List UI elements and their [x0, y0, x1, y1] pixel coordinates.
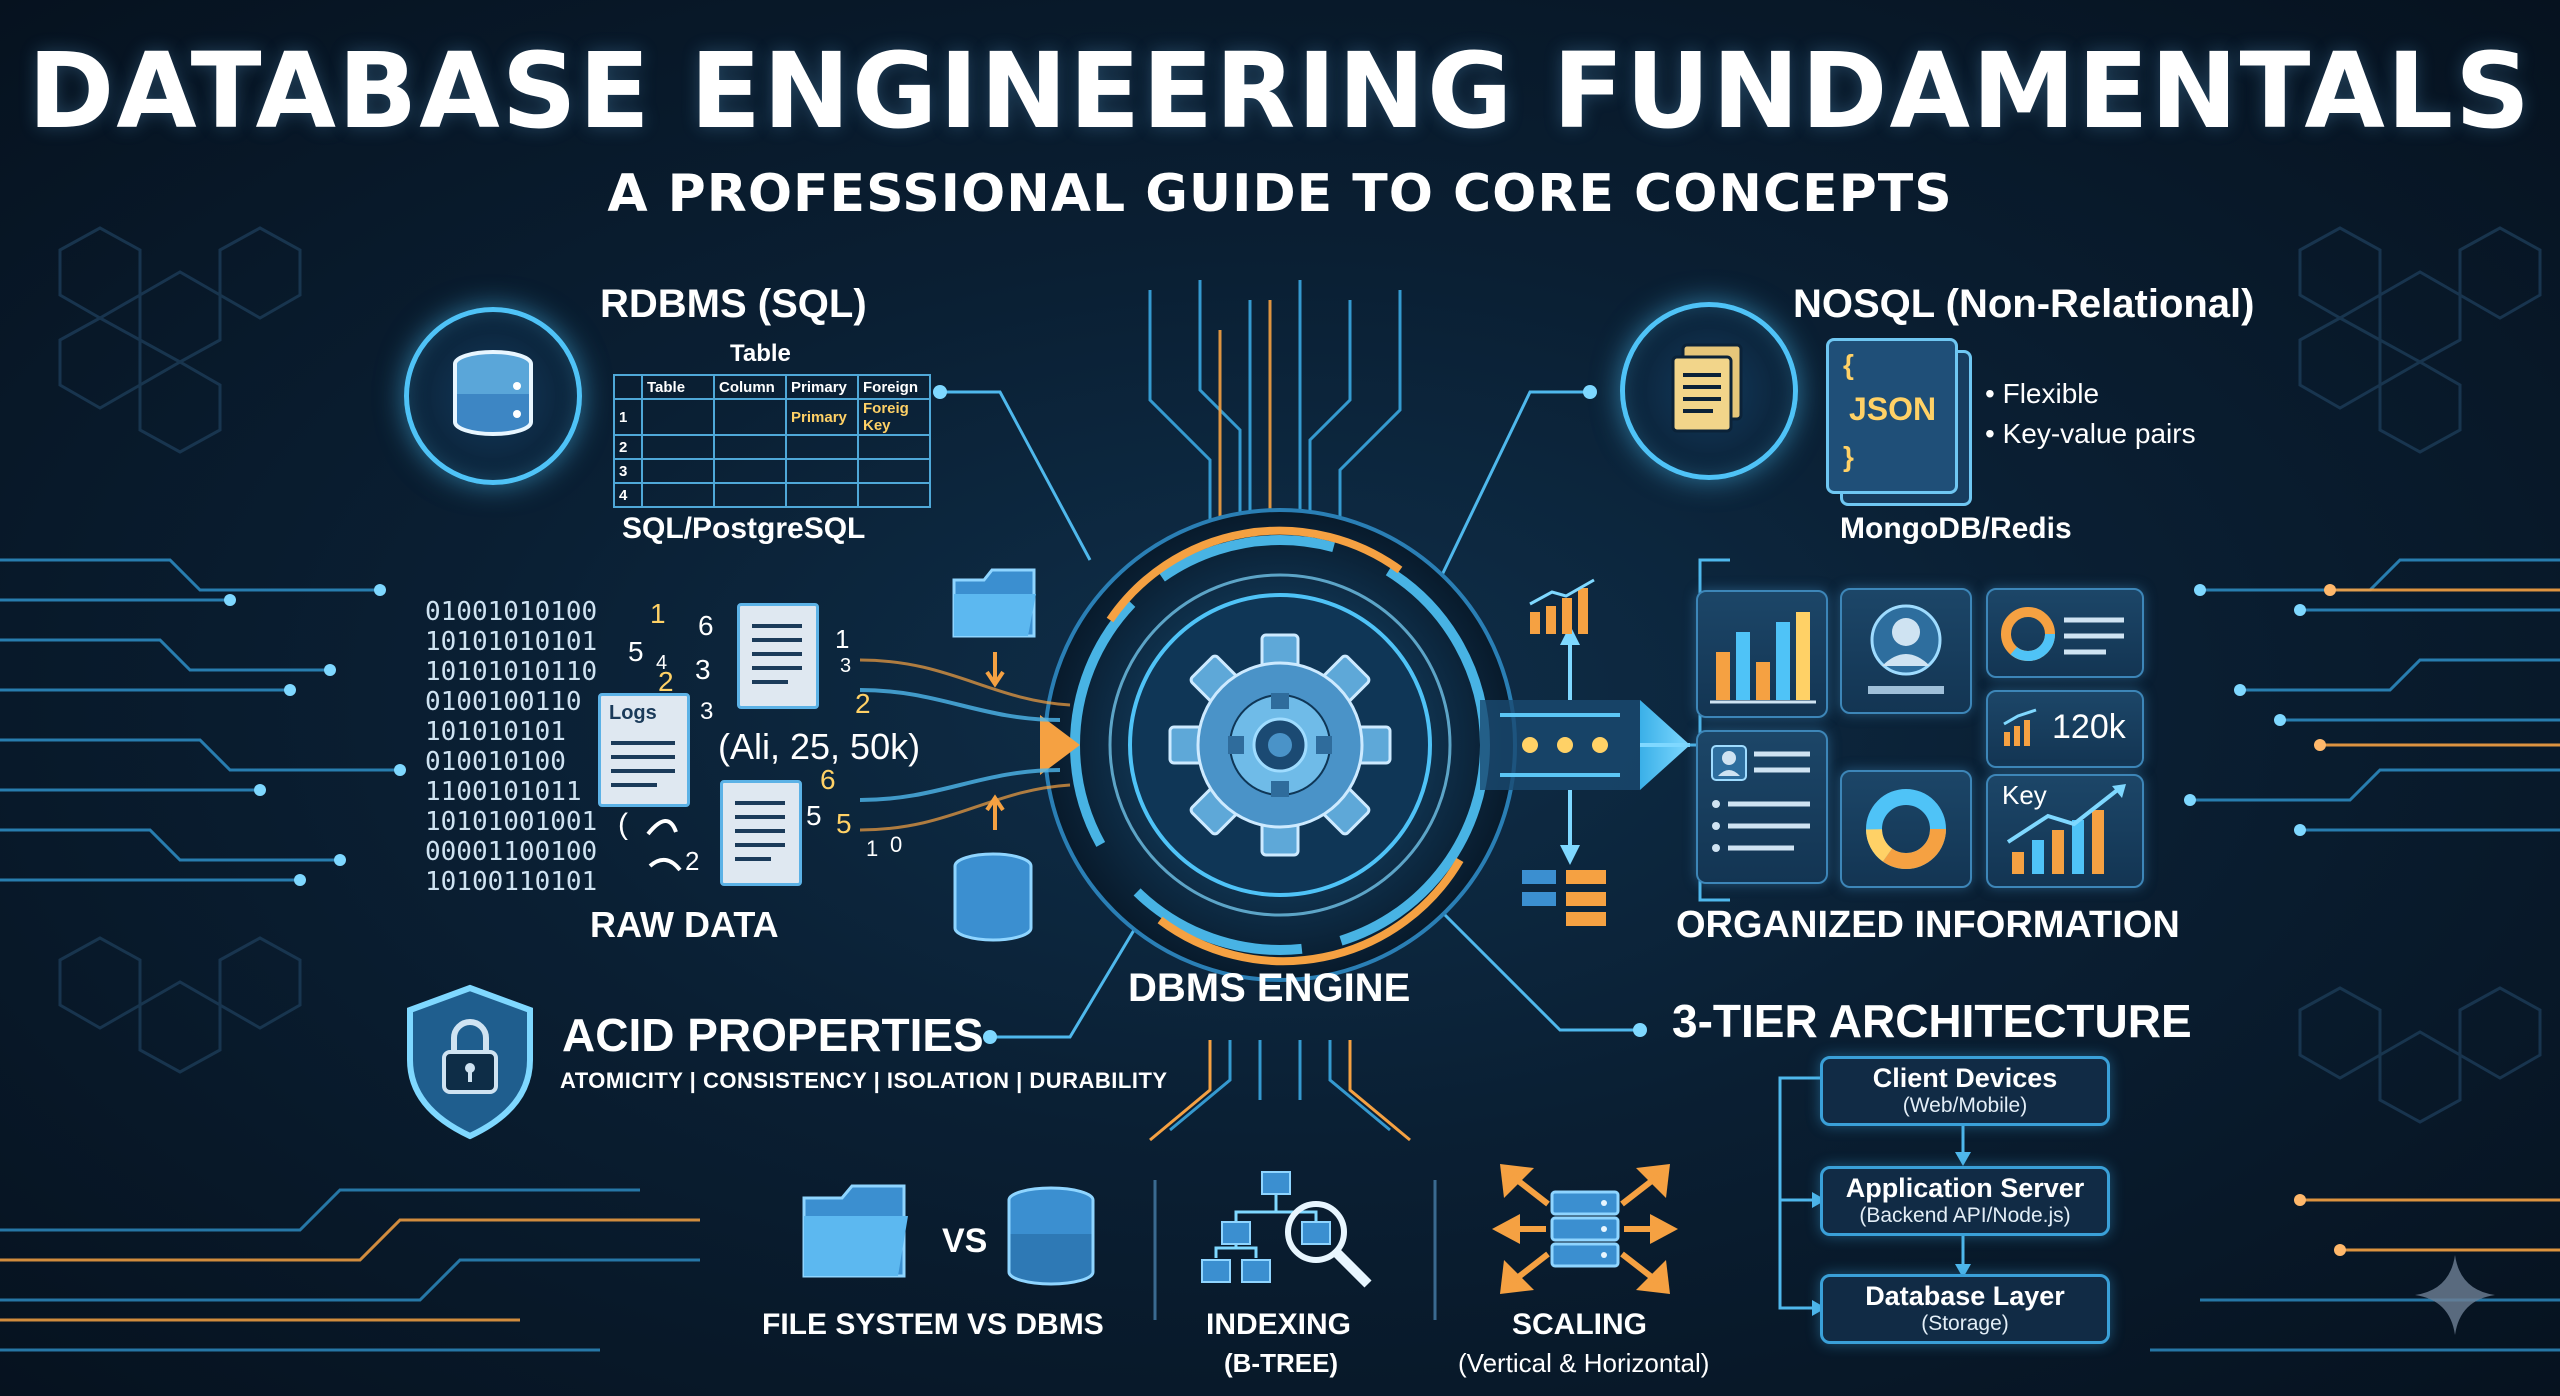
table-cell: [713, 398, 787, 436]
key-chart-card: Key: [1986, 774, 2144, 888]
rdbms-table-caption: Table: [730, 340, 791, 367]
document-icon: [720, 780, 802, 886]
dashboard-card: [1986, 588, 2144, 678]
logs-document-icon: Logs: [598, 693, 690, 807]
digit: 4: [656, 652, 668, 674]
folder-icon: [950, 566, 1040, 645]
flow-blocks-icon: [1520, 866, 1610, 935]
shield-lock-icon: [400, 982, 540, 1147]
scaling-sub: (Vertical & Horizontal): [1458, 1348, 1710, 1378]
rdbms-caption: SQL/PostgreSQL: [622, 512, 866, 545]
table-cell: [613, 374, 643, 400]
acid-subtitle: ATOMICITY | CONSISTENCY | ISOLATION | DU…: [560, 1068, 1168, 1093]
rdbms-title: RDBMS (SQL): [600, 282, 867, 326]
json-brace-close: }: [1843, 441, 1854, 472]
filesystem-label: FILE SYSTEM VS DBMS: [762, 1308, 1104, 1341]
table-header: Foreign: [857, 374, 931, 400]
tiers-title: 3-TIER ARCHITECTURE: [1672, 995, 2192, 1047]
digit: 5: [836, 808, 852, 839]
metric-card: 120k: [1986, 690, 2144, 768]
page-subtitle: A PROFESSIONAL GUIDE TO CORE CONCEPTS: [607, 164, 1953, 224]
donut-chart-card: [1840, 770, 1972, 888]
acid-title: ACID PROPERTIES: [562, 1009, 984, 1061]
page-title: DATABASE ENGINEERING FUNDAMENTALS: [27, 30, 2533, 152]
digit: 3: [840, 655, 852, 677]
profile-form-card: [1696, 730, 1828, 884]
digit: 5: [628, 636, 644, 667]
user-profile-card: [1840, 588, 1972, 714]
digit: 2: [855, 688, 871, 719]
digit: 6: [698, 610, 714, 641]
scaling-label: SCALING: [1512, 1308, 1647, 1341]
documents-icon: [1620, 302, 1798, 480]
nosql-bullets: • Flexible • Key-value pairs: [1985, 374, 2196, 454]
table-header: Table: [641, 374, 715, 400]
engine-label: DBMS ENGINE: [1128, 966, 1411, 1010]
arrow-down-icon: [985, 652, 1005, 693]
nosql-title: NOSQL (Non-Relational): [1793, 282, 2255, 326]
bar-chart-card: [1696, 590, 1828, 718]
table-header: Column: [713, 374, 787, 400]
indexing-sub: (B-TREE): [1224, 1348, 1339, 1378]
database-small-icon: [950, 850, 1036, 951]
json-label: JSON: [1849, 391, 1937, 427]
digit: 1: [866, 836, 879, 861]
table-cell: 4: [613, 482, 643, 508]
list-item: • Key-value pairs: [1985, 418, 2196, 449]
growth-chart-icon: [1526, 578, 1606, 643]
table-cell: 3: [613, 458, 643, 484]
arrow-up-icon: [985, 794, 1005, 835]
digit: 3: [695, 654, 711, 685]
table-cell: Primary: [785, 398, 859, 436]
digit: 6: [820, 764, 836, 795]
nosql-caption: MongoDB/Redis: [1840, 512, 2072, 545]
scaling-server-icon: [1490, 1154, 1680, 1309]
table-cell: 1: [613, 398, 643, 436]
tier-client: Client Devices (Web/Mobile): [1820, 1056, 2110, 1126]
vs-label: VS: [942, 1222, 988, 1260]
tier-database: Database Layer (Storage): [1820, 1274, 2110, 1344]
key-label: Key: [2002, 780, 2047, 810]
json-document: { JSON }: [1826, 338, 1958, 494]
digit: 3: [700, 698, 714, 725]
digit: 1: [650, 598, 666, 629]
database-icon: [404, 307, 582, 485]
digit: 5: [806, 800, 822, 831]
digit: (: [618, 808, 628, 841]
list-item: • Flexible: [1985, 378, 2100, 409]
data-tuple: (Ali, 25, 50k): [718, 726, 921, 767]
rdbms-table: Table Column Primary Foreign 1 Primary F…: [613, 374, 931, 508]
dbms-icon: [1004, 1184, 1098, 1297]
metric-value: 120k: [2052, 708, 2126, 746]
binary-stream: 01001010100 10101010101 10101010110 0100…: [425, 597, 598, 897]
digit: 1: [835, 624, 850, 654]
gear-icon: [1160, 625, 1400, 870]
table-cell: [641, 398, 715, 436]
digit: 0: [890, 832, 903, 857]
document-icon: [737, 603, 819, 709]
logs-label: Logs: [609, 702, 657, 724]
squiggle-icon: [640, 804, 700, 889]
organized-label: ORGANIZED INFORMATION: [1676, 904, 2180, 946]
table-header: Primary: [785, 374, 859, 400]
btree-search-icon: [1196, 1168, 1386, 1303]
digit: 2: [658, 666, 674, 697]
tier-app-server: Application Server (Backend API/Node.js): [1820, 1166, 2110, 1236]
raw-data-label: RAW DATA: [590, 904, 779, 945]
table-cell: Foreig Key: [857, 398, 931, 436]
digit: 2: [685, 846, 700, 876]
table-cell: 2: [613, 434, 643, 460]
indexing-label: INDEXING: [1206, 1308, 1352, 1341]
folder-large-icon: [800, 1180, 910, 1285]
json-brace-open: {: [1843, 349, 1854, 380]
